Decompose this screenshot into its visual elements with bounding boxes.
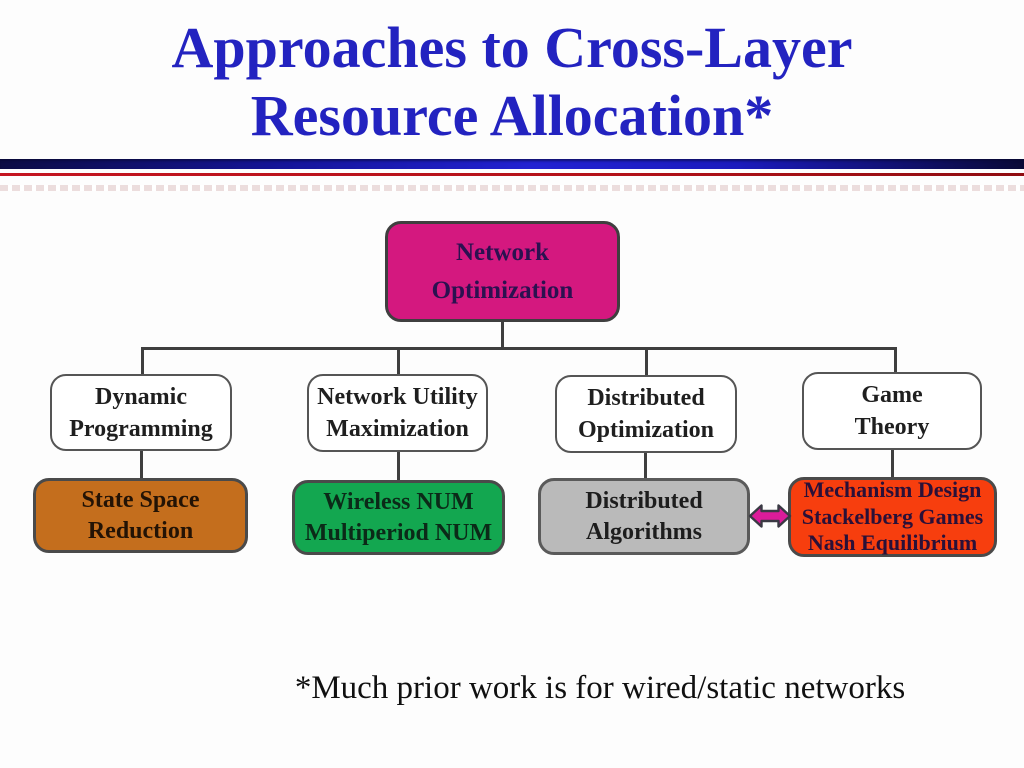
node-wireless-num: Wireless NUM Multiperiod NUM: [292, 480, 505, 555]
connector-link-wireless-num: [397, 451, 400, 481]
double-headed-arrow-icon: [748, 504, 792, 528]
node-label: Algorithms: [586, 518, 702, 545]
title-line-1: Approaches to Cross-Layer: [171, 15, 853, 80]
node-network-optimization: Network Optimization: [385, 221, 620, 322]
connector-link-mechanism-design: [891, 449, 894, 478]
node-label: Network: [455, 238, 550, 266]
node-label: Distributed: [585, 487, 703, 514]
footnote: *Much prior work is for wired/static net…: [294, 670, 906, 706]
dashed-separator-line: [0, 185, 1024, 191]
node-label: Mechanism Design: [803, 477, 982, 503]
connector-drop-distributed-optimization: [645, 347, 648, 377]
node-label: Reduction: [87, 517, 194, 544]
node-state-space-reduction: State Space Reduction: [33, 478, 248, 553]
connector-drop-network-utility: [397, 347, 400, 376]
connector-trunk: [141, 347, 897, 350]
node-distributed-algorithms: Distributed Algorithms: [538, 478, 750, 555]
red-separator-line: [0, 173, 1024, 176]
node-network-utility-maximization: Network Utility Maximization: [307, 374, 488, 452]
connector-link-distributed-algorithms: [644, 452, 647, 479]
node-label: Wireless NUM: [323, 488, 474, 515]
node-label: Maximization: [326, 416, 469, 442]
connector-link-state-space: [140, 450, 143, 479]
node-distributed-optimization: Distributed Optimization: [555, 375, 737, 453]
node-game-theory: Game Theory: [802, 372, 982, 450]
connector-drop-dynamic-programming: [141, 347, 144, 376]
node-mechanism-design: Mechanism Design Stackelberg Games Nash …: [788, 477, 997, 557]
node-label: Optimization: [431, 276, 574, 304]
node-label: Nash Equilibrium: [807, 530, 978, 556]
node-label: Distributed: [587, 385, 705, 411]
connector-root-riser: [501, 322, 504, 349]
node-label: Dynamic: [95, 383, 187, 410]
node-label: Optimization: [578, 417, 714, 443]
node-label: Stackelberg Games: [801, 503, 984, 529]
node-dynamic-programming: Dynamic Programming: [50, 374, 232, 451]
connector-drop-game-theory: [894, 347, 897, 374]
node-label: Game: [861, 382, 923, 408]
node-label: State Space: [81, 486, 200, 513]
title-line-2: Resource Allocation*: [250, 83, 774, 148]
gradient-separator-bar: [0, 159, 1024, 169]
node-label: Programming: [69, 415, 213, 442]
page-title: Approaches to Cross-Layer Resource Alloc…: [0, 14, 1024, 150]
node-label: Multiperiod NUM: [304, 519, 493, 546]
node-label: Theory: [854, 414, 930, 440]
node-label: Network Utility: [317, 384, 478, 410]
